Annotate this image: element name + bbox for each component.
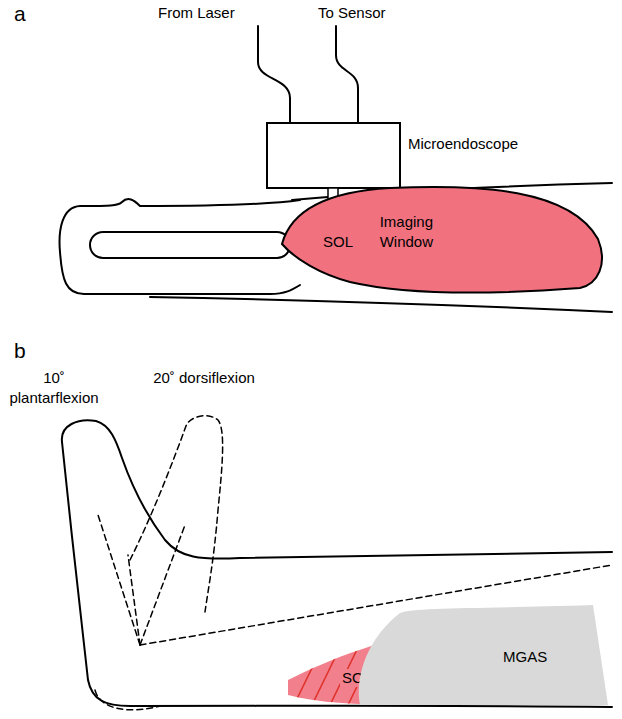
heel-outline <box>95 690 160 710</box>
microendoscope-box: Microendoscope <box>267 123 400 188</box>
tibia-bone <box>60 199 300 294</box>
fiber-line <box>293 625 333 707</box>
sensor-cable <box>336 26 358 123</box>
foot-plantarflexion <box>62 420 612 558</box>
cable-label: To Sensor <box>318 3 386 23</box>
panel-letter: a <box>14 0 26 27</box>
soleus-muscle-shape <box>282 187 602 293</box>
foot-axis <box>128 555 140 645</box>
bone-marrow <box>90 232 290 258</box>
skin-bottom <box>150 297 612 312</box>
part-label: MGAS <box>503 648 547 666</box>
part-label: Microendoscope <box>408 135 518 153</box>
foot-dorsiflexion <box>130 416 223 612</box>
foot-axis <box>98 515 140 645</box>
soleus-muscle: SOL <box>280 184 605 296</box>
microendoscope-box-shape <box>267 123 400 188</box>
panel-letter: b <box>14 337 26 364</box>
laser-cable <box>258 26 290 123</box>
gastrocnemius-muscle-shape <box>359 605 608 705</box>
microendoscope-box-outline <box>267 123 400 188</box>
foot-axis <box>140 525 185 645</box>
leg-back <box>62 442 612 707</box>
fiber-line <box>311 625 351 707</box>
part-label: SOL <box>323 233 353 251</box>
angle-label: 20˚ dorsiflexion <box>152 368 256 388</box>
cable-label: From Laser <box>158 3 235 23</box>
angle-label: 10˚ plantarflexion <box>0 368 108 407</box>
gastrocnemius-muscle-outline <box>355 605 610 707</box>
gastrocnemius-muscle: MGAS <box>355 605 610 707</box>
window-label: Imaging Window <box>355 212 433 251</box>
